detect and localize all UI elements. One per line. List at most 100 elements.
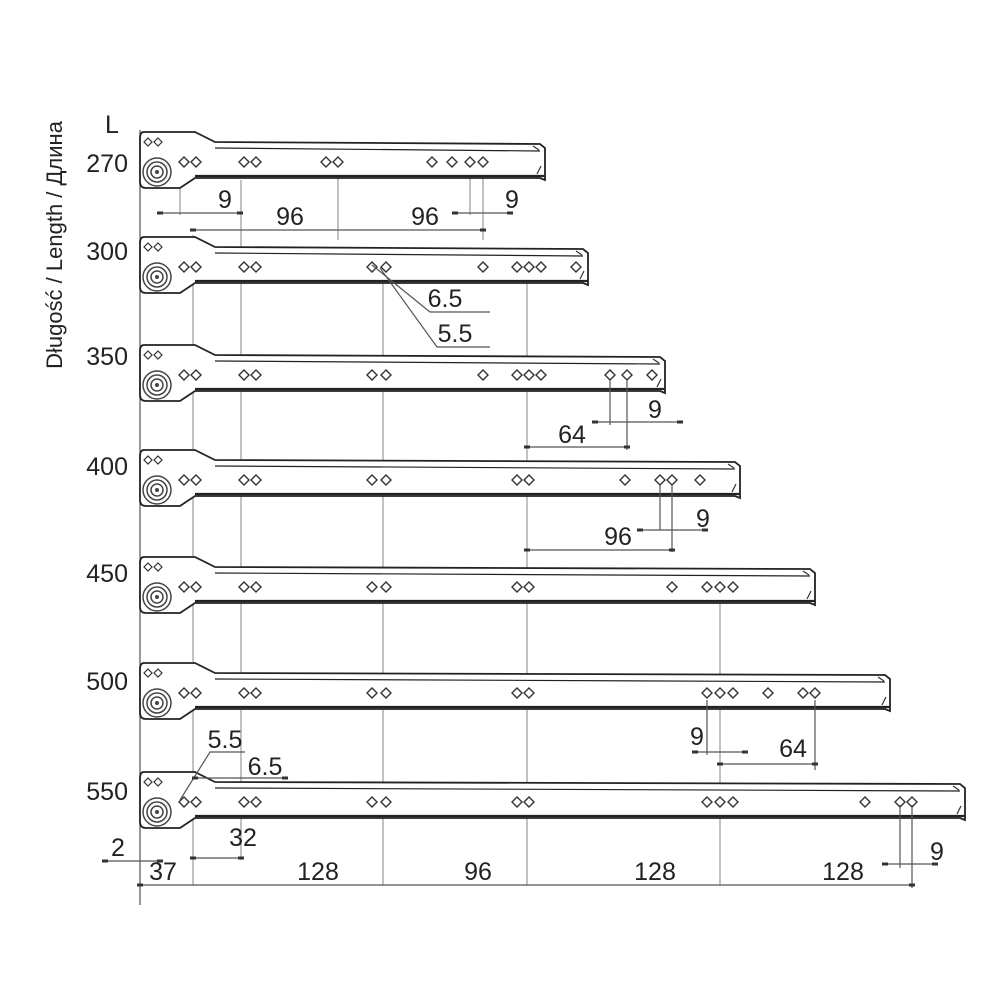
length-label: 400 <box>86 453 128 481</box>
rail-outline <box>139 556 816 614</box>
screw-hole-icon <box>511 796 523 808</box>
length-label: 300 <box>86 238 128 266</box>
screw-hole-icon <box>250 156 262 168</box>
dimension-arrow <box>524 548 530 552</box>
rail-flange-line <box>214 572 811 577</box>
screw-hole-icon <box>250 687 262 699</box>
screw-hole-icon <box>366 581 378 593</box>
dimension-arrow <box>452 211 458 215</box>
dimension-label: 9 <box>930 838 944 866</box>
rail-flange-line <box>214 787 961 792</box>
screw-hole-icon <box>380 261 392 273</box>
dimension-label: 128 <box>297 858 339 886</box>
screw-hole-icon <box>238 261 250 273</box>
rail-outline <box>139 771 966 829</box>
mount-hole-icon <box>143 350 153 360</box>
length-label: 270 <box>86 150 128 178</box>
screw-hole-icon <box>190 687 202 699</box>
length-label: 500 <box>86 668 128 696</box>
dimension-label: 96 <box>464 858 492 886</box>
dimension-label: 128 <box>822 858 864 886</box>
screw-hole-icon <box>190 474 202 486</box>
rail-flange-line <box>214 678 886 683</box>
screw-hole-icon <box>238 796 250 808</box>
rail-end-stop <box>652 358 662 388</box>
screw-hole-icon <box>859 796 871 808</box>
screw-hole-icon <box>477 156 489 168</box>
screw-hole-icon <box>250 796 262 808</box>
screw-hole-icon <box>190 156 202 168</box>
mount-hole-icon <box>153 350 163 360</box>
screw-hole-icon <box>190 369 202 381</box>
mount-hole-icon <box>153 455 163 465</box>
mount-hole-icon <box>143 562 153 572</box>
mount-hole-icon <box>143 137 153 147</box>
dimension-label: 32 <box>229 824 257 852</box>
rail-outline <box>139 662 891 720</box>
roller-wheel-icon <box>142 797 172 827</box>
dimension-arrow <box>190 856 196 860</box>
screw-hole-icon <box>511 474 523 486</box>
drawer-rail <box>139 449 741 507</box>
roller-wheel-icon <box>142 582 172 612</box>
screw-hole-icon <box>666 581 678 593</box>
screw-hole-icon <box>523 474 535 486</box>
drawer-rail <box>139 344 666 402</box>
dimension-label: 5.5 <box>208 726 243 754</box>
screw-hole-icon <box>190 261 202 273</box>
screw-hole-icon <box>380 581 392 593</box>
screw-hole-icon <box>426 156 438 168</box>
screw-hole-icon <box>511 687 523 699</box>
dimension-arrow <box>692 750 698 754</box>
roller-wheel-icon <box>142 475 172 505</box>
screw-hole-icon <box>178 156 190 168</box>
rail-end-stop <box>532 145 542 175</box>
dimension-label: 9 <box>505 186 519 214</box>
dimension-arrow <box>480 228 486 232</box>
roller-wheel-icon <box>142 688 172 718</box>
dimension-arrow <box>282 776 288 780</box>
drawer-rail <box>139 771 966 829</box>
screw-hole-icon <box>446 156 458 168</box>
dimension-arrow <box>524 445 530 449</box>
screw-hole-icon <box>178 796 190 808</box>
screw-hole-icon <box>464 156 476 168</box>
screw-hole-icon <box>727 581 739 593</box>
screw-hole-icon <box>477 369 489 381</box>
screw-hole-icon <box>714 687 726 699</box>
dimension-label: 96 <box>276 203 304 231</box>
screw-hole-icon <box>380 796 392 808</box>
screw-hole-icon <box>190 796 202 808</box>
screw-hole-icon <box>178 369 190 381</box>
dimension-arrow <box>102 859 108 863</box>
screw-hole-icon <box>238 156 250 168</box>
screw-hole-icon <box>727 687 739 699</box>
rail-end-stop <box>877 676 887 706</box>
dimension-label: 6.5 <box>428 285 463 313</box>
rail-end-stop <box>952 785 962 815</box>
screw-hole-icon <box>366 474 378 486</box>
dimension-arrow <box>237 211 243 215</box>
dimension-label: 9 <box>696 505 710 533</box>
screw-hole-icon <box>523 369 535 381</box>
screw-hole-icon <box>238 369 250 381</box>
axis-title: Długość / Length / Длина <box>42 120 67 369</box>
length-label: 550 <box>86 778 128 806</box>
screw-hole-icon <box>646 369 658 381</box>
screw-hole-icon <box>320 156 332 168</box>
dimension-label: 96 <box>411 203 439 231</box>
dimension-arrow <box>637 528 643 532</box>
screw-hole-icon <box>535 261 547 273</box>
dimension-label: 6.5 <box>248 753 283 781</box>
dimension-arrow <box>702 528 708 532</box>
screw-hole-icon <box>190 581 202 593</box>
screw-hole-icon <box>523 687 535 699</box>
drawer-rail <box>139 236 589 294</box>
dimension-label: 64 <box>558 421 586 449</box>
screw-hole-icon <box>366 796 378 808</box>
screw-hole-icon <box>727 796 739 808</box>
dimension-label: 9 <box>690 723 704 751</box>
screw-hole-icon <box>714 796 726 808</box>
screw-hole-icon <box>477 261 489 273</box>
